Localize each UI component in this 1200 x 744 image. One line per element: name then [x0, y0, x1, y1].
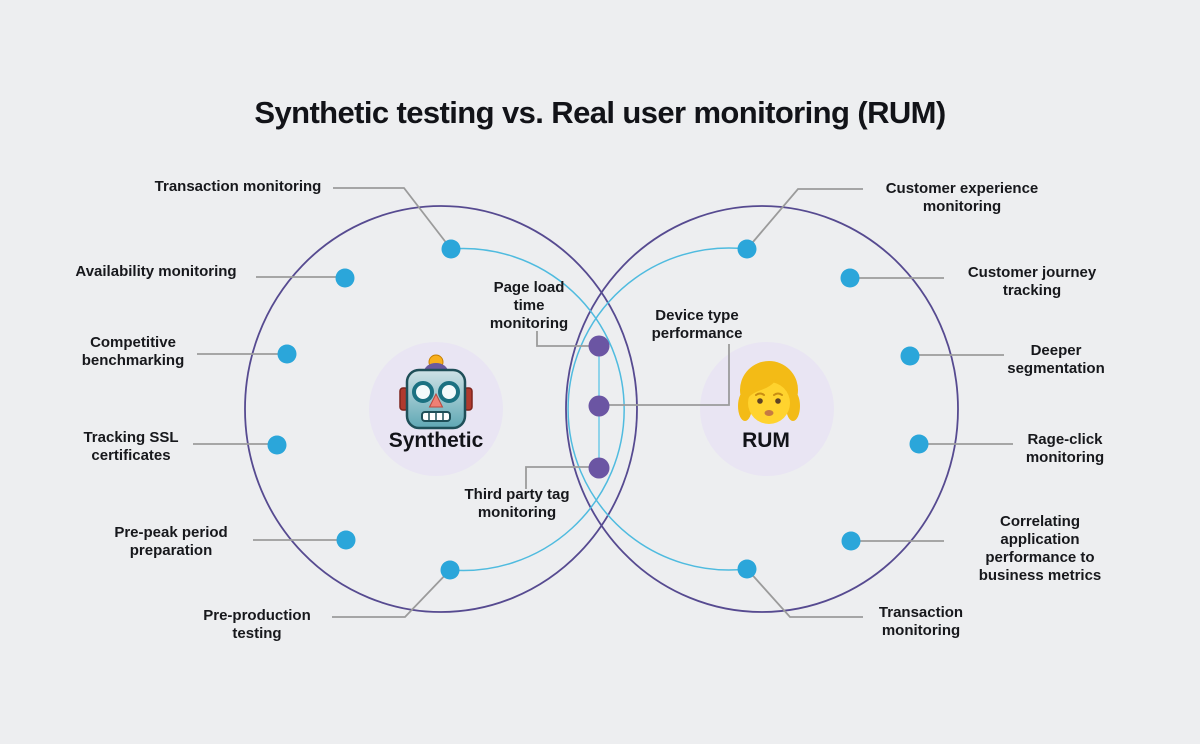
rum-dot-arc: [567, 247, 748, 571]
connector-third-party-tag: [525, 466, 599, 489]
label-customer-experience-monitoring: Customer experience monitoring: [885, 180, 1039, 215]
label-rage-click-monitoring: Rage-click monitoring: [1025, 431, 1105, 466]
overlap-dot: [588, 457, 610, 479]
synthetic-dot-arc: [449, 247, 625, 572]
overlap-dot: [588, 335, 610, 357]
label-competitive-benchmarking: Competitive benchmarking: [81, 334, 185, 369]
label-transaction-monitoring-left: Transaction monitoring: [154, 178, 322, 195]
synthetic-circle-outline: [244, 205, 638, 613]
item-dot: [909, 434, 929, 454]
connector-device-type: [599, 344, 730, 406]
rum-circle-outline: [565, 205, 959, 613]
person-icon: [738, 361, 800, 424]
item-dot: [336, 530, 356, 550]
item-dot: [737, 559, 757, 579]
label-deeper-segmentation: Deeper segmentation: [1007, 342, 1105, 377]
overlap-dot: [588, 395, 610, 417]
label-transaction-monitoring-right: Transaction monitoring: [878, 604, 964, 639]
item-dot: [840, 268, 860, 288]
item-dot: [440, 560, 460, 580]
label-page-load-time-monitoring: Page load time monitoring: [489, 279, 569, 332]
connector-page-load: [536, 331, 599, 347]
label-customer-journey-tracking: Customer journey tracking: [967, 264, 1097, 299]
item-dot: [441, 239, 461, 259]
rum-group-label: RUM: [742, 429, 790, 452]
item-dot: [737, 239, 757, 259]
item-dot: [267, 435, 287, 455]
label-device-type-performance: Device type performance: [651, 307, 743, 342]
synthetic-group-label: Synthetic: [388, 429, 484, 452]
item-dot: [841, 531, 861, 551]
connector-transaction-monitoring-right: [746, 568, 863, 618]
item-dot: [900, 346, 920, 366]
label-availability-monitoring: Availability monitoring: [75, 263, 237, 280]
connector-transaction-monitoring-left: [333, 187, 452, 250]
page-title: Synthetic testing vs. Real user monitori…: [254, 95, 946, 130]
label-third-party-tag-monitoring: Third party tag monitoring: [464, 486, 570, 521]
item-dot: [335, 268, 355, 288]
robot-icon: [399, 354, 473, 430]
label-correlating-application-performance: Correlating application performance to b…: [978, 513, 1102, 584]
item-dot: [277, 344, 297, 364]
label-pre-production-testing: Pre-production testing: [203, 607, 311, 642]
label-tracking-ssl-certificates: Tracking SSL certificates: [83, 429, 179, 464]
label-pre-peak-period-preparation: Pre-peak period preparation: [114, 524, 228, 559]
connector-pre-production: [332, 569, 451, 618]
connector-customer-experience: [746, 188, 863, 250]
